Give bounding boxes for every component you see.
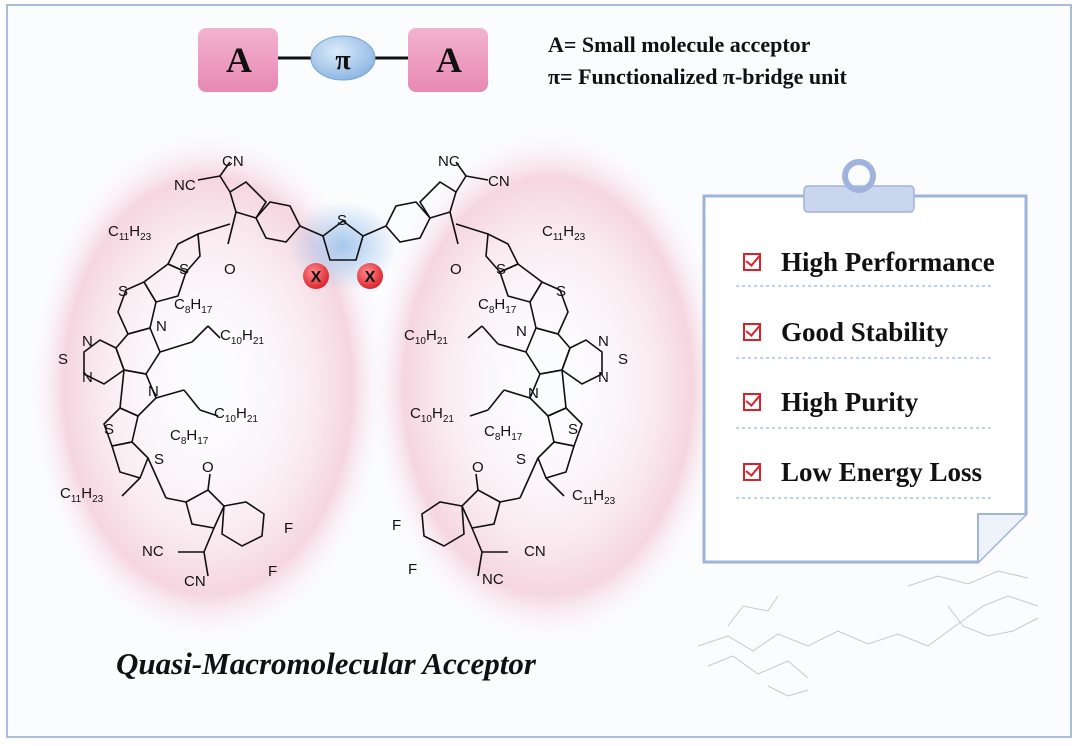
molecular-model-sketch (697, 570, 1039, 697)
atom-s-left-1: S (179, 261, 189, 278)
label-cn-bottom-left: CN (184, 573, 206, 590)
legend-bridge: π= Functionalized π-bridge unit (548, 64, 847, 89)
acceptor-label-left: A (226, 40, 252, 80)
atom-o-bottom-left: O (202, 459, 214, 476)
atom-s-right-2: S (556, 283, 566, 300)
figure-frame: A π A (6, 4, 1072, 738)
molecule-skeleton (83, 161, 603, 577)
svg-text:X: X (311, 269, 322, 286)
checklist-item-stability: Good Stability (743, 312, 948, 352)
clipboard (702, 159, 1028, 564)
c10h21-bottom-right: C10H21 (410, 405, 454, 425)
x-substituent-right: X (357, 263, 383, 289)
atom-f-right-1: F (392, 517, 401, 534)
clipboard-clip (803, 185, 915, 213)
atom-s-bridge: S (337, 212, 347, 229)
x-substituent-left: X (303, 263, 329, 289)
c8h17-bottom-right: C8H17 (484, 423, 523, 443)
checklist-item-energy-loss: Low Energy Loss (743, 452, 982, 492)
atom-s-left-3: S (104, 421, 114, 438)
checkbox-checked-icon (743, 323, 761, 341)
atom-f-left-1: F (284, 520, 293, 537)
atom-o-bottom-right: O (472, 459, 484, 476)
atom-o-left: O (224, 261, 236, 278)
c11h23-bottom-left: C11H23 (60, 485, 104, 505)
checklist-item-purity: High Purity (743, 382, 918, 422)
acceptor-block-right (408, 28, 488, 92)
atom-f-left-2: F (268, 563, 277, 580)
atom-s-thiadiazole-right: S (618, 351, 628, 368)
checklist-label: High Performance (781, 246, 995, 277)
atom-n-left-2: N (148, 383, 159, 400)
c10h21-top-left: C10H21 (220, 327, 264, 347)
checklist-label: High Purity (781, 386, 919, 417)
a-pi-a-scheme: A π A (198, 28, 488, 92)
c11h23-top-right: C11H23 (542, 223, 586, 243)
c11h23-top-left: C11H23 (108, 223, 152, 243)
c10h21-bottom-left: C10H21 (214, 405, 258, 425)
atom-s-right-3: S (568, 421, 578, 438)
label-nc-top-right: NC (438, 153, 460, 170)
atom-n-thiadiazole-left-1: N (82, 333, 93, 350)
atom-s-right-1: S (496, 261, 506, 278)
checklist-label: Low Energy Loss (781, 456, 983, 487)
atom-s-thiadiazole-left: S (58, 351, 68, 368)
checkbox-checked-icon (743, 253, 761, 271)
label-nc-bottom-right: NC (482, 571, 504, 588)
checklist-item-performance: High Performance (743, 242, 995, 282)
acceptor-block-left (198, 28, 278, 92)
atom-s-right-4: S (516, 451, 526, 468)
atom-n-thiadiazole-left-2: N (82, 369, 93, 386)
atom-s-left-4: S (154, 451, 164, 468)
figure-art: A π A (28, 28, 1039, 697)
clipboard-ring (842, 159, 876, 193)
label-cn-bottom-right: CN (524, 543, 546, 560)
label-nc-bottom-left: NC (142, 543, 164, 560)
checklist-label: Good Stability (781, 316, 949, 347)
atom-n-right-1: N (516, 323, 527, 340)
c8h17-top-right: C8H17 (478, 296, 517, 316)
atom-n-thiadiazole-right-1: N (598, 333, 609, 350)
pi-bridge-ellipse (310, 35, 376, 81)
checkbox-checked-icon (743, 393, 761, 411)
atom-f-right-2: F (408, 561, 417, 578)
atom-n-thiadiazole-right-2: N (598, 369, 609, 386)
label-nc-top-left: NC (174, 177, 196, 194)
c11h23-bottom-right: C11H23 (572, 487, 616, 507)
label-cn-top-left: CN (222, 153, 244, 170)
atom-n-right-2: N (528, 385, 539, 402)
atom-labels: S NC CN NC CN O O C11H23 C11H23 S S S S … (58, 153, 628, 590)
atom-s-left-2: S (118, 283, 128, 300)
c8h17-top-left: C8H17 (174, 296, 213, 316)
right-halo (368, 126, 728, 646)
acceptor-label-right: A (436, 40, 462, 80)
atom-n-left-1: N (156, 318, 167, 335)
c10h21-top-right: C10H21 (404, 327, 448, 347)
label-cn-top-right: CN (488, 173, 510, 190)
pi-label: π (335, 45, 351, 76)
figure-caption: Quasi-Macromolecular Acceptor (116, 646, 536, 681)
legend-acceptor: A= Small molecule acceptor (548, 32, 811, 57)
c8h17-bottom-left: C8H17 (170, 427, 209, 447)
svg-text:X: X (365, 269, 376, 286)
atom-o-right: O (450, 261, 462, 278)
checkbox-checked-icon (743, 463, 761, 481)
